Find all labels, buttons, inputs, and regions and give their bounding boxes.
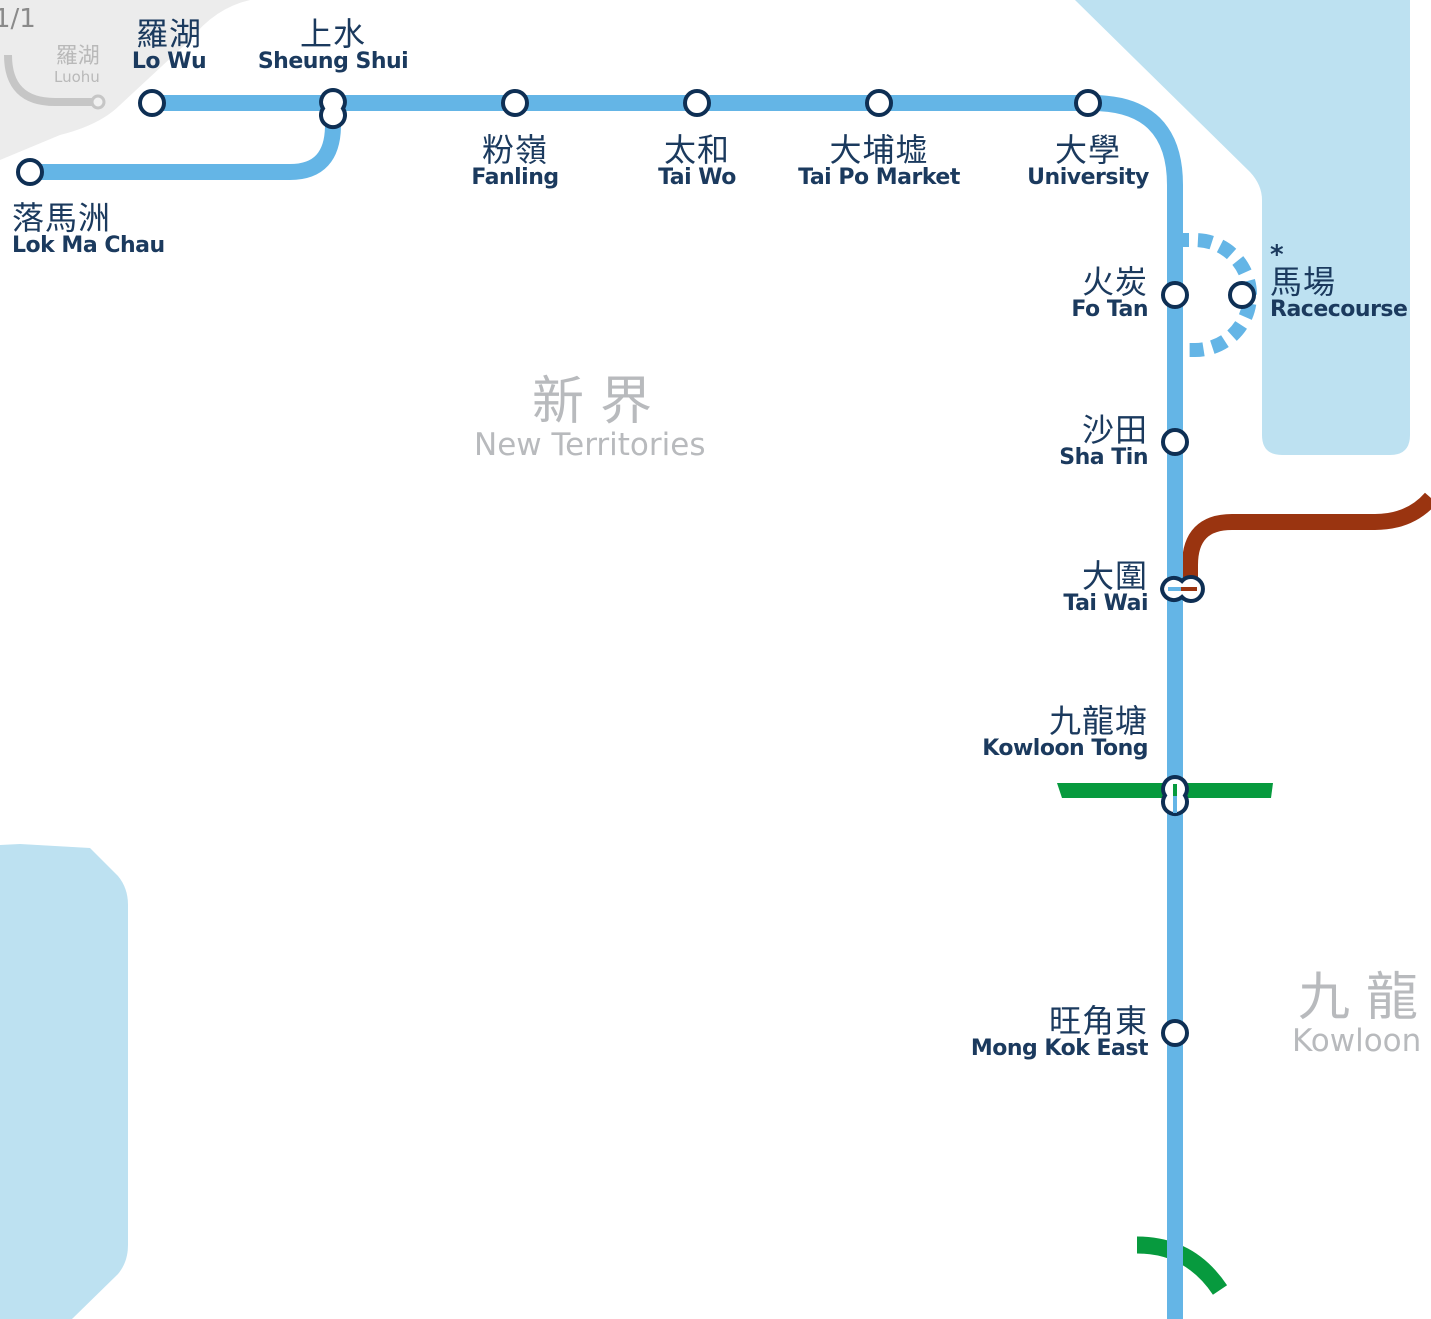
mainland-area — [0, 0, 250, 160]
station-label-kowloon-tong[interactable]: 九龍塘 Kowloon Tong — [982, 705, 1148, 760]
station-label-fanling[interactable]: 粉嶺 Fanling — [471, 131, 559, 190]
station-label-lok-ma-chau[interactable]: 落馬洲 Lok Ma Chau — [12, 202, 165, 257]
station-marker-tai-po-market[interactable] — [865, 89, 893, 117]
station-marker-lok-ma-chau[interactable] — [16, 158, 44, 186]
station-en: Racecourse — [1270, 297, 1408, 322]
faded-luohu-line — [4, 54, 92, 106]
station-marker-fanling[interactable] — [501, 89, 529, 117]
district-zh: 九龍 — [1298, 968, 1431, 1028]
water-tolo-harbour — [1075, 0, 1410, 455]
station-marker-fo-tan[interactable] — [1161, 281, 1189, 309]
district-label-new-territories: 新界 New Territories — [474, 372, 705, 461]
station-en: Tai Po Market — [798, 165, 960, 190]
station-label-mong-kok-east[interactable]: 旺角東 Mong Kok East — [970, 1002, 1149, 1061]
station-en: University — [1027, 165, 1149, 190]
station-marker-sheung-shui[interactable] — [319, 87, 347, 130]
station-en: Sha Tin — [1059, 445, 1148, 470]
station-zh: 大圍 — [1081, 557, 1148, 595]
station-marker-racecourse[interactable] — [1228, 281, 1256, 309]
kwun-tong-line-arc — [1136, 1236, 1228, 1295]
station-label-lo-wu[interactable]: 羅湖 Lo Wu — [131, 15, 207, 74]
racecourse-loop — [1175, 233, 1257, 357]
station-en: Kowloon Tong — [982, 736, 1148, 761]
station-label-fo-tan[interactable]: 火炭 Fo Tan — [1071, 266, 1148, 321]
station-zh: 旺角東 — [1048, 1002, 1148, 1040]
station-zh: 落馬洲 — [12, 199, 112, 237]
water-left — [0, 844, 128, 1319]
station-label-racecourse[interactable]: 馬場 Racecourse — [1270, 263, 1408, 322]
page-indicator: 1/1 — [0, 4, 36, 34]
station-label-university[interactable]: 大學 University — [1027, 134, 1149, 189]
faded-station-luohu: 羅湖 Luohu — [54, 46, 100, 85]
station-en: Sheung Shui — [257, 49, 409, 74]
station-zh: 粉嶺 — [481, 131, 548, 169]
station-zh: 太和 — [663, 131, 731, 169]
station-marker-mong-kok-east[interactable] — [1161, 1019, 1189, 1047]
station-en: Lo Wu — [131, 49, 207, 74]
station-marker-tai-wo[interactable] — [683, 89, 711, 117]
station-marker-university[interactable] — [1074, 89, 1102, 117]
station-zh: 九龍塘 — [1048, 702, 1148, 740]
station-zh: 沙田 — [1081, 411, 1148, 449]
station-label-sha-tin[interactable]: 沙田 Sha Tin — [1059, 414, 1148, 469]
station-marker-sha-tin[interactable] — [1161, 428, 1189, 456]
station-label-tai-wai[interactable]: 大圍 Tai Wai — [1063, 560, 1148, 615]
racecourse-note-asterisk: * — [1270, 240, 1284, 270]
district-zh: 新界 — [532, 372, 669, 432]
station-zh: 羅湖 — [135, 15, 203, 53]
station-zh: 大埔墟 — [829, 131, 929, 169]
station-en: Lok Ma Chau — [12, 233, 165, 258]
station-en: Fanling — [471, 165, 559, 190]
station-label-tai-wo[interactable]: 太和 Tai Wo — [658, 134, 736, 189]
station-en: Tai Wo — [658, 165, 736, 190]
faded-luohu-station — [90, 94, 106, 110]
station-en: Mong Kok East — [970, 1036, 1149, 1061]
tuen-ma-line — [1182, 492, 1431, 590]
station-zh: 大學 — [1054, 131, 1122, 169]
district-label-kowloon: 九龍 Kowloon — [1292, 968, 1431, 1057]
station-zh: 上水 — [299, 15, 366, 53]
station-en: Fo Tan — [1071, 297, 1148, 322]
station-zh: 馬場 — [1270, 263, 1337, 301]
station-en: Tai Wai — [1063, 591, 1148, 616]
station-label-tai-po-market[interactable]: 大埔墟 Tai Po Market — [798, 134, 960, 189]
faded-station-en: Luohu — [54, 68, 100, 86]
faded-station-zh: 羅湖 — [55, 44, 100, 69]
station-label-sheung-shui[interactable]: 上水 Sheung Shui — [257, 15, 409, 74]
district-en: New Territories — [474, 427, 706, 463]
station-zh: 火炭 — [1081, 263, 1148, 301]
east-rail-line — [152, 95, 1183, 1319]
district-en: Kowloon — [1292, 1023, 1422, 1059]
station-marker-lo-wu[interactable] — [138, 89, 166, 117]
